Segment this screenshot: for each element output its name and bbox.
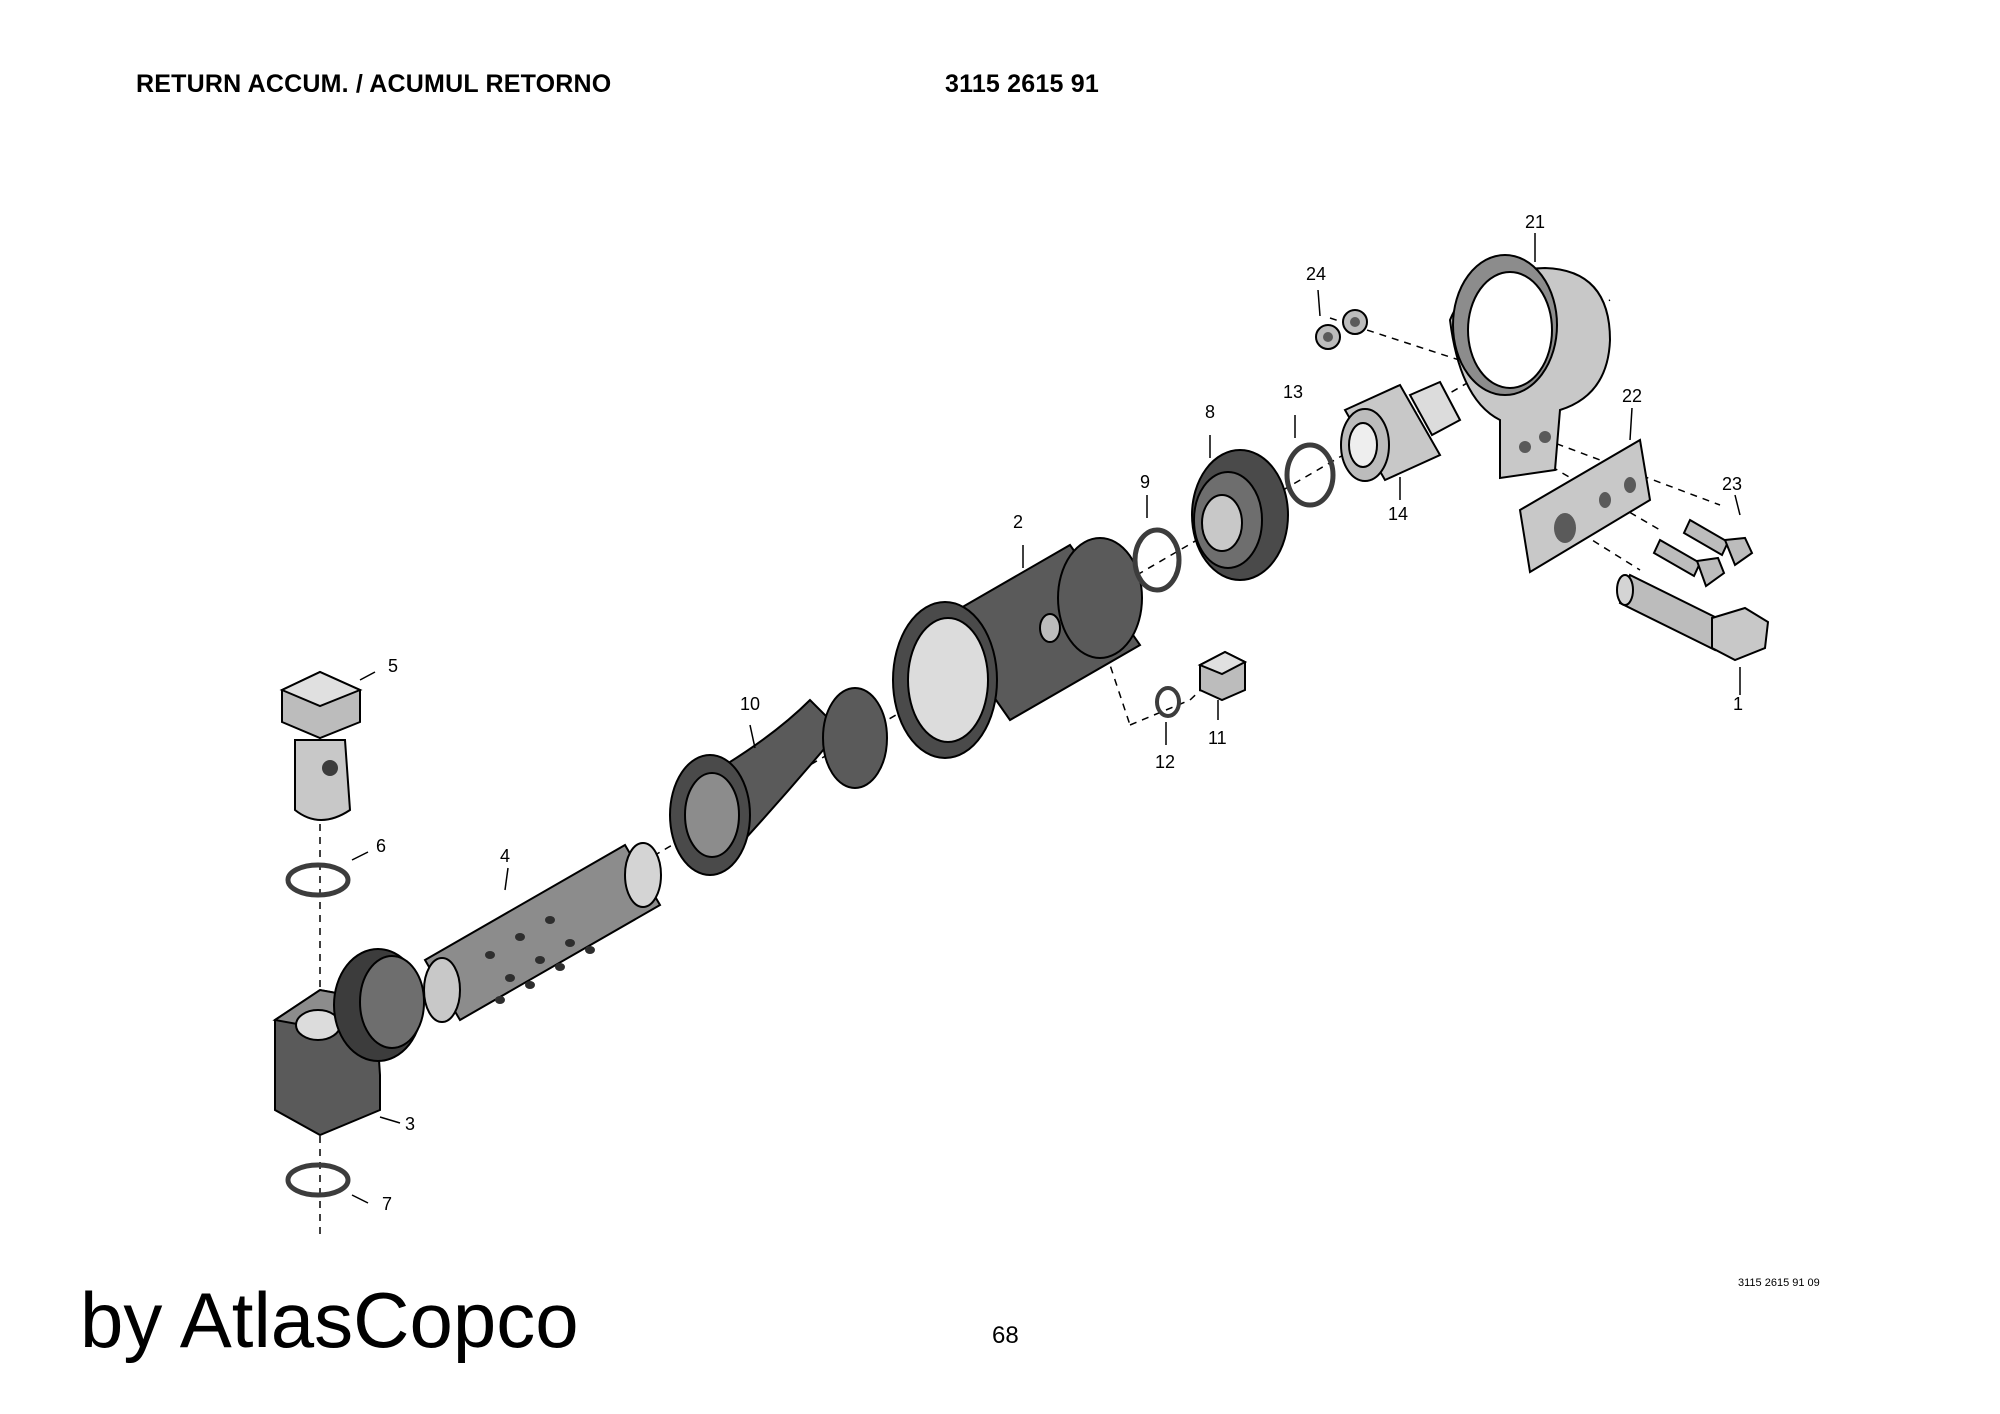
page-number: 68 xyxy=(992,1322,1019,1349)
part-6-o-ring xyxy=(285,862,351,898)
part-13-seal-ring xyxy=(1284,442,1336,508)
callout-24: 24 xyxy=(1306,264,1326,284)
drawing-reference: 3115 2615 91 09 xyxy=(1738,1277,1820,1289)
part-number: 3115 2615 91 xyxy=(945,70,1099,98)
part-24-nuts xyxy=(1315,309,1368,350)
part-2-cylinder xyxy=(892,537,1143,759)
page-title: RETURN ACCUM. / ACUMUL RETORNO xyxy=(136,70,612,98)
callout-8: 8 xyxy=(1205,402,1215,422)
part-11-plug xyxy=(1197,650,1248,702)
part-1-bolt xyxy=(1616,573,1770,662)
callout-10: 10 xyxy=(740,694,760,714)
callout-6: 6 xyxy=(376,836,386,856)
part-8-flange-ring xyxy=(1191,449,1289,581)
callout-7: 7 xyxy=(382,1194,392,1214)
part-5-banjo-bolt xyxy=(279,670,363,821)
callout-3: 3 xyxy=(405,1114,415,1134)
part-7-o-ring xyxy=(285,1162,351,1198)
callout-leaders xyxy=(351,233,1741,1204)
part-22-plate xyxy=(1518,438,1652,574)
part-23-bolts xyxy=(1652,518,1754,588)
callout-1: 1 xyxy=(1733,694,1743,714)
callout-21: 21 xyxy=(1525,212,1545,232)
callout-12: 12 xyxy=(1155,752,1175,772)
callout-11: 11 xyxy=(1208,728,1227,748)
part-3-elbow-block xyxy=(272,948,425,1137)
callout-5: 5 xyxy=(388,656,398,676)
part-9-o-ring xyxy=(1132,527,1182,593)
part-14-nipple xyxy=(1340,380,1462,482)
callout-14: 14 xyxy=(1388,504,1408,524)
part-21-clamp xyxy=(1448,254,1612,480)
callout-22: 22 xyxy=(1622,386,1642,406)
callout-13: 13 xyxy=(1283,382,1303,402)
brand-footer: by AtlasCopco xyxy=(80,1276,579,1364)
callout-23: 23 xyxy=(1722,474,1742,494)
callout-4: 4 xyxy=(500,846,510,866)
part-12-o-ring xyxy=(1155,686,1181,718)
callout-9: 9 xyxy=(1140,472,1150,492)
part-4-perforated-tube xyxy=(423,842,662,1023)
callout-2: 2 xyxy=(1013,512,1023,532)
part-10-bladder xyxy=(669,687,888,876)
